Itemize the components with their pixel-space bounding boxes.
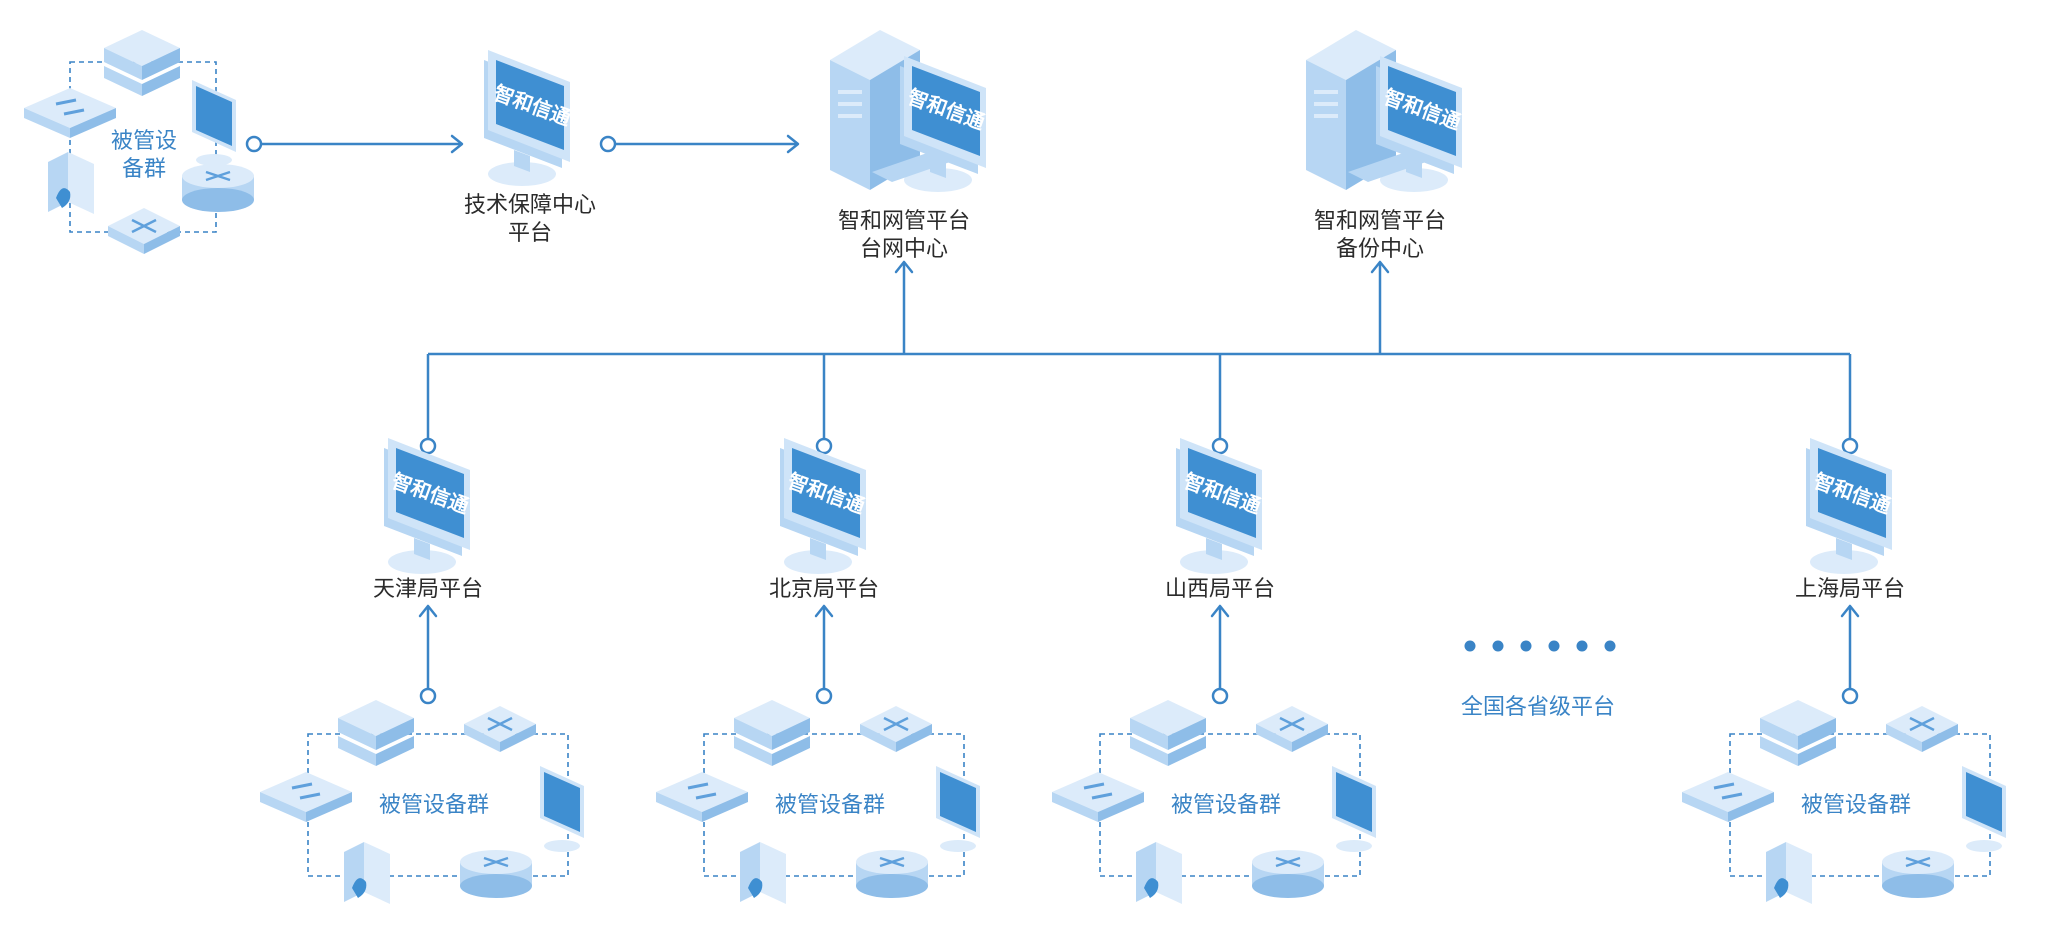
bureau-managed-device-group: 被管设备群 <box>1680 700 2006 904</box>
bus-connector-dot <box>419 437 437 455</box>
main-center-label-line2: 台网中心 <box>860 237 948 262</box>
cylinder-router-icon <box>1250 848 1326 900</box>
provinces-label: 全国各省级平台 <box>1461 695 1615 720</box>
bureau-group-label: 被管设备群 <box>1171 793 1281 818</box>
display-icon <box>1332 766 1376 852</box>
bureau-name: 北京局平台 <box>769 577 879 602</box>
display-icon <box>1962 766 2006 852</box>
group-connector-dot <box>1841 687 1859 705</box>
top-managed-device-group: 被管设 备群 <box>22 30 256 256</box>
ellipsis-dots <box>1464 640 1616 652</box>
bureau-name: 天津局平台 <box>373 577 483 602</box>
bus-connector-dot <box>815 437 833 455</box>
switch-icon <box>258 770 354 824</box>
cylinder-router-icon <box>1880 848 1956 900</box>
group-connector-dot <box>815 687 833 705</box>
tech-center-node: 智和信通 技术保障中心 平台 <box>464 50 596 246</box>
bus-connector-dot <box>1841 437 1859 455</box>
bureau-group-label: 被管设备群 <box>379 793 489 818</box>
router-icon <box>858 704 934 754</box>
switch-icon <box>1680 770 1776 824</box>
provinces-placeholder: 全国各省级平台 <box>1461 640 1616 720</box>
bureau-group-label: 被管设备群 <box>775 793 885 818</box>
main-center-node: 智和信通 智和网管平台 台网中心 <box>830 30 988 262</box>
tech-center-label-line2: 平台 <box>508 221 552 246</box>
switch-icon <box>654 770 750 824</box>
firewall-icon <box>1136 842 1182 904</box>
bureau-group-label: 被管设备群 <box>1801 793 1911 818</box>
display-icon <box>540 766 584 852</box>
group-connector-dot <box>419 687 437 705</box>
top-group-label-line2: 备群 <box>122 157 166 182</box>
storage-icon <box>338 700 414 766</box>
bureau-name: 上海局平台 <box>1795 577 1905 602</box>
bureau-managed-device-group: 被管设备群 <box>1050 700 1376 904</box>
bureau-list: 智和信通天津局平台被管设备群智和信通北京局平台被管设备群智和信通山西局平台被管设… <box>258 354 2006 904</box>
bureau-name: 山西局平台 <box>1165 577 1275 602</box>
top-group-label-line1: 被管设 <box>111 129 177 154</box>
tech-center-label-line1: 技术保障中心 <box>464 193 596 218</box>
firewall-icon <box>740 842 786 904</box>
firewall-icon <box>344 842 390 904</box>
link-group-to-tech <box>245 134 464 154</box>
bureau-managed-device-group: 被管设备群 <box>654 700 980 904</box>
storage-icon <box>1760 700 1836 766</box>
storage-icon <box>734 700 810 766</box>
link-tech-to-main <box>599 134 800 154</box>
backup-center-node: 智和信通 智和网管平台 备份中心 <box>1306 30 1464 262</box>
group-connector-dot <box>1211 687 1229 705</box>
bus-connector-dot <box>1211 437 1229 455</box>
cylinder-router-icon <box>854 848 930 900</box>
bureau-managed-device-group: 被管设备群 <box>258 700 584 904</box>
router-icon <box>462 704 538 754</box>
main-center-label-line1: 智和网管平台 <box>838 209 970 234</box>
cylinder-router-icon <box>458 848 534 900</box>
display-icon <box>936 766 980 852</box>
backup-center-label-line2: 备份中心 <box>1336 237 1424 262</box>
router-icon <box>1884 704 1960 754</box>
firewall-icon <box>1766 842 1812 904</box>
storage-icon <box>1130 700 1206 766</box>
backup-center-label-line1: 智和网管平台 <box>1314 209 1446 234</box>
backbone-bus <box>428 260 1850 356</box>
switch-icon <box>1050 770 1146 824</box>
router-icon <box>1254 704 1330 754</box>
